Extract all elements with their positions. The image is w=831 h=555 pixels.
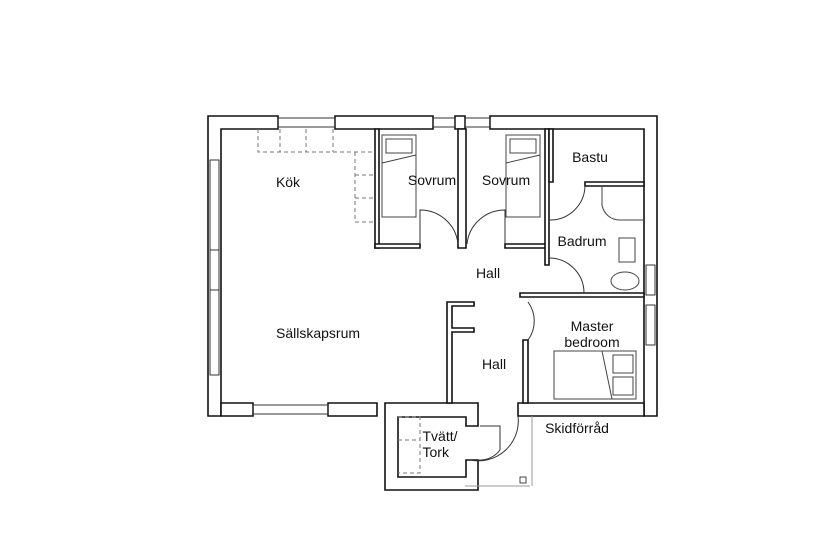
master-line-2: bedroom [564, 334, 620, 350]
wall-bottom-mid [327, 402, 378, 417]
room-label-bathroom: Badrum [557, 233, 607, 249]
wall-bedroom-center [457, 128, 467, 249]
room-label-master-bedroom: Master bedroom [564, 318, 619, 350]
wall-bedroom1-bottom [374, 243, 421, 249]
wall-hall-center [446, 301, 475, 404]
wall-top-left [207, 115, 279, 417]
kitchen-cabinets [257, 129, 421, 474]
wall-sauna-bottom [584, 181, 645, 187]
room-label-living-room: Sällskapsrum [275, 325, 361, 341]
wall-bottom-left [220, 402, 254, 417]
doors [419, 185, 586, 462]
room-label-laundry: Tvätt/ Tork [422, 428, 457, 460]
wall-sauna-left [548, 128, 554, 183]
wall-bedroom2-bottom [504, 243, 548, 249]
wall-bottom-right [517, 402, 645, 417]
room-label-hall-lower: Hall [481, 356, 507, 372]
laundry-line-2: Tork [422, 444, 449, 460]
master-line-1: Master [570, 318, 614, 334]
room-label-sauna: Bastu [572, 149, 608, 165]
room-label-bedroom-1: Sovrum [407, 172, 457, 188]
room-label-hall-upper: Hall [475, 265, 501, 281]
furniture [381, 134, 644, 487]
laundry-line-1: Tvätt/ [422, 428, 458, 444]
room-label-ski-storage: Skidförråd [545, 420, 609, 436]
wall-bedroom2-right [544, 128, 550, 266]
laundry-walls [384, 402, 479, 491]
windows [209, 117, 656, 415]
room-label-kitchen: Kök [275, 174, 301, 190]
wall-top-mid [334, 115, 434, 130]
walls [207, 115, 658, 491]
wall-bedroom1-left [374, 128, 380, 249]
wall-master-left [522, 339, 529, 404]
room-label-bedroom-2: Sovrum [481, 172, 531, 188]
wall-top-center-post [454, 115, 466, 130]
wall-bath-bottom [519, 292, 645, 298]
